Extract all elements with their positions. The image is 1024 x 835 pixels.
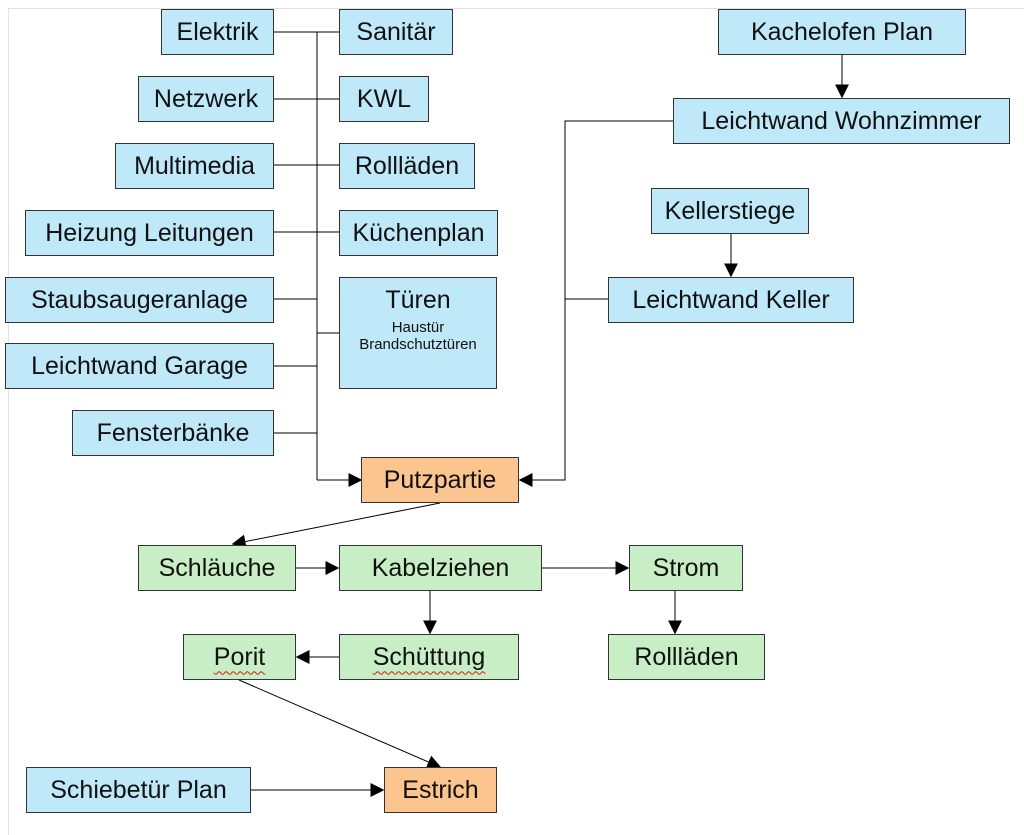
node-kachelofen-plan: Kachelofen Plan [718, 9, 966, 55]
node-staubsaugeranlage: Staubsaugeranlage [5, 277, 274, 323]
node-schlaeuche: Schläuche [138, 545, 296, 591]
node-schiebetuer-plan: Schiebetür Plan [26, 767, 251, 813]
arrow-putzpartie-to-schlaeuche [231, 502, 441, 549]
node-strom: Strom [629, 545, 743, 591]
frame-border-left [8, 8, 9, 835]
node-tueren-brandschutz: Brandschutztüren [359, 336, 477, 354]
node-estrich: Estrich [384, 767, 497, 813]
node-multimedia: Multimedia [115, 143, 274, 189]
bus-right [518, 120, 673, 487]
node-tueren-sub: Haustür Brandschutztüren [359, 319, 477, 354]
node-kuechenplan: Küchenplan [339, 210, 498, 256]
node-leichtwand-keller: Leichtwand Keller [608, 277, 854, 323]
node-putzpartie: Putzpartie [361, 457, 519, 503]
node-rolllaeden-bottom: Rollläden [608, 634, 765, 680]
node-schuettung: Schüttung [339, 634, 519, 680]
node-elektrik: Elektrik [161, 9, 274, 55]
node-tueren-title: Türen [385, 286, 451, 314]
arrow-porit-to-estrich [238, 679, 442, 769]
frame-border-top [8, 8, 1024, 9]
node-sanitaer: Sanitär [339, 9, 453, 55]
node-porit-label: Porit [213, 642, 266, 671]
node-tueren: Türen Haustür Brandschutztüren [339, 277, 497, 389]
node-kellerstiege: Kellerstiege [651, 188, 809, 234]
node-fensterbaenke: Fensterbänke [72, 410, 274, 456]
node-kabelziehen: Kabelziehen [339, 545, 542, 591]
node-leichtwand-garage: Leichtwand Garage [5, 343, 274, 389]
node-leichtwand-wohnzimmer: Leichtwand Wohnzimmer [673, 98, 1010, 144]
node-heizung-leitungen: Heizung Leitungen [25, 210, 274, 256]
node-porit: Porit [183, 634, 296, 680]
node-tueren-haustuer: Haustür [391, 319, 445, 336]
node-netzwerk: Netzwerk [138, 76, 274, 122]
node-schuettung-label: Schüttung [372, 642, 486, 671]
node-rolllaeden-top: Rollläden [339, 143, 475, 189]
node-kwl: KWL [339, 76, 429, 122]
